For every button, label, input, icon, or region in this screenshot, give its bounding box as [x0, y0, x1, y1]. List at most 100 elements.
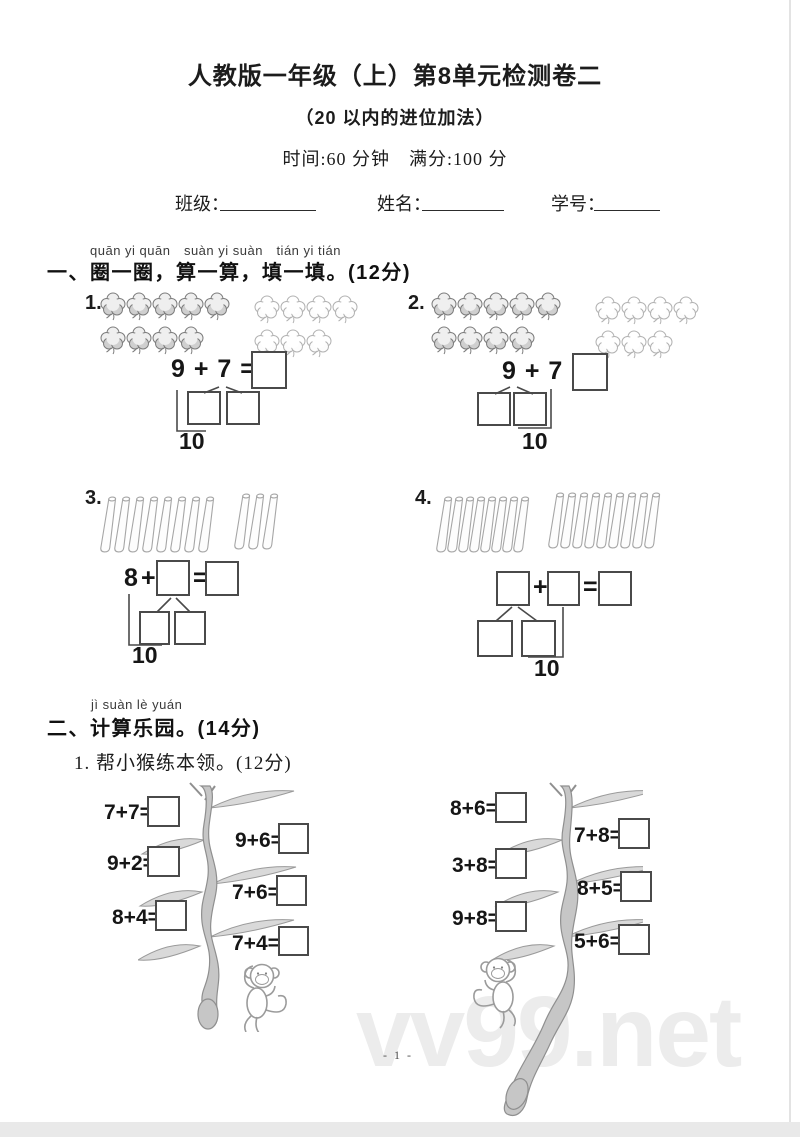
answer-box[interactable]: [251, 351, 287, 389]
answer-box[interactable]: [495, 848, 527, 879]
answer-box[interactable]: [278, 926, 309, 956]
answer-box[interactable]: [205, 561, 239, 596]
equals-sign: =: [583, 573, 599, 601]
page-right-border: [789, 0, 791, 1122]
flower-icon[interactable]: [204, 291, 230, 321]
flower-icon[interactable]: [178, 291, 204, 321]
flower-icon[interactable]: [332, 294, 358, 324]
flower-icon[interactable]: [126, 291, 152, 321]
bond-box[interactable]: [477, 620, 513, 657]
answer-box[interactable]: [155, 900, 187, 931]
problem2-number: 2.: [408, 292, 425, 314]
answer-box[interactable]: [618, 818, 650, 849]
class-field-line[interactable]: [220, 209, 316, 211]
bond-box[interactable]: [521, 620, 556, 657]
problem2-shaded-flowers: [431, 291, 568, 355]
section1-pinyin: quān yi quān suàn yi suàn tián yi tián: [90, 243, 341, 258]
flower-icon[interactable]: [100, 291, 126, 321]
flower-icon[interactable]: [595, 295, 621, 325]
problem3-addend: 8: [124, 564, 139, 592]
flower-icon[interactable]: [178, 325, 204, 355]
flower-icon[interactable]: [152, 325, 178, 355]
flower-icon[interactable]: [431, 325, 457, 355]
tree-icon: [473, 782, 643, 1116]
problem3-number: 3.: [85, 487, 102, 509]
problem1-number: 1.: [85, 292, 102, 314]
flower-icon[interactable]: [254, 294, 280, 324]
name-field-line[interactable]: [422, 209, 504, 211]
answer-box[interactable]: [147, 846, 180, 877]
bond-box[interactable]: [174, 611, 206, 645]
problem4-number: 4.: [415, 487, 432, 509]
problem4-sticks-group1: [433, 492, 530, 558]
flower-icon[interactable]: [483, 291, 509, 321]
problem4-sticks-group2: [545, 488, 662, 554]
tree-trunk-root: [197, 998, 219, 1030]
tree-equation: 8+4=: [112, 906, 160, 929]
bottom-strip: [0, 1122, 800, 1137]
bond-ten-label: 10: [132, 642, 158, 668]
bond-box[interactable]: [187, 391, 221, 425]
bond-box[interactable]: [139, 611, 170, 645]
answer-box[interactable]: [598, 571, 632, 606]
leaf-icon: [569, 866, 643, 885]
section2-pinyin: jì suàn lè yuán: [91, 697, 183, 712]
student-id-field-line[interactable]: [594, 209, 660, 211]
page-subtitle: （20 以内的进位加法）: [295, 108, 495, 128]
flower-icon[interactable]: [621, 295, 647, 325]
bond-ten-label: 10: [179, 428, 205, 454]
flower-icon[interactable]: [280, 294, 306, 324]
bond-ten-label: 10: [534, 655, 560, 681]
flower-icon[interactable]: [509, 325, 535, 355]
flower-icon[interactable]: [457, 291, 483, 321]
flower-icon[interactable]: [483, 325, 509, 355]
flower-icon[interactable]: [100, 325, 126, 355]
tree-equation: 8+5=: [577, 877, 625, 900]
flower-icon[interactable]: [306, 294, 332, 324]
flower-icon[interactable]: [457, 325, 483, 355]
answer-box[interactable]: [495, 792, 527, 823]
time-score-line: 时间:60 分钟 满分:100 分: [282, 149, 508, 169]
answer-box[interactable]: [147, 796, 180, 827]
answer-box[interactable]: [495, 901, 527, 932]
answer-box[interactable]: [620, 871, 652, 902]
flower-icon[interactable]: [647, 329, 673, 359]
flower-icon[interactable]: [509, 291, 535, 321]
tree-trunk: [503, 785, 579, 1116]
leaf-icon: [569, 790, 643, 809]
answer-box[interactable]: [276, 875, 307, 906]
answer-box[interactable]: [572, 353, 608, 391]
answer-box[interactable]: [156, 560, 190, 596]
tree-equation: 7+6=: [232, 881, 280, 904]
answer-box[interactable]: [547, 571, 580, 606]
answer-box[interactable]: [278, 823, 309, 854]
flower-icon[interactable]: [126, 325, 152, 355]
leaf-icon: [211, 866, 297, 885]
problem1-equation: 9 + 7 =: [171, 355, 256, 383]
bond-box[interactable]: [513, 392, 547, 426]
bond-box[interactable]: [477, 392, 511, 426]
flower-icon[interactable]: [673, 295, 699, 325]
section1-heading: 一、圈一圈，算一算，填一填。(12分): [47, 262, 412, 284]
leaf-icon: [138, 944, 202, 961]
problem2-outline-flowers: [595, 295, 707, 359]
problem1-shaded-flowers: [100, 291, 237, 355]
leaf-icon: [565, 919, 643, 938]
plus-sign: +: [533, 573, 549, 601]
section2-subtask: 1. 帮小猴练本领。(12分): [74, 753, 292, 774]
flower-icon[interactable]: [306, 328, 332, 358]
tree-equation: 9+2=: [107, 852, 155, 875]
tree-equation: 7+8=: [574, 824, 622, 847]
flower-icon[interactable]: [152, 291, 178, 321]
bond-ten-label: 10: [522, 428, 548, 454]
leaf-icon: [209, 790, 295, 809]
monkey-icon: [243, 963, 287, 1032]
flower-icon[interactable]: [535, 291, 561, 321]
flower-icon[interactable]: [621, 329, 647, 359]
flower-icon[interactable]: [431, 291, 457, 321]
leaf-icon: [209, 919, 295, 938]
bond-box[interactable]: [226, 391, 260, 425]
flower-icon[interactable]: [647, 295, 673, 325]
answer-box[interactable]: [496, 571, 530, 606]
answer-box[interactable]: [618, 924, 650, 955]
